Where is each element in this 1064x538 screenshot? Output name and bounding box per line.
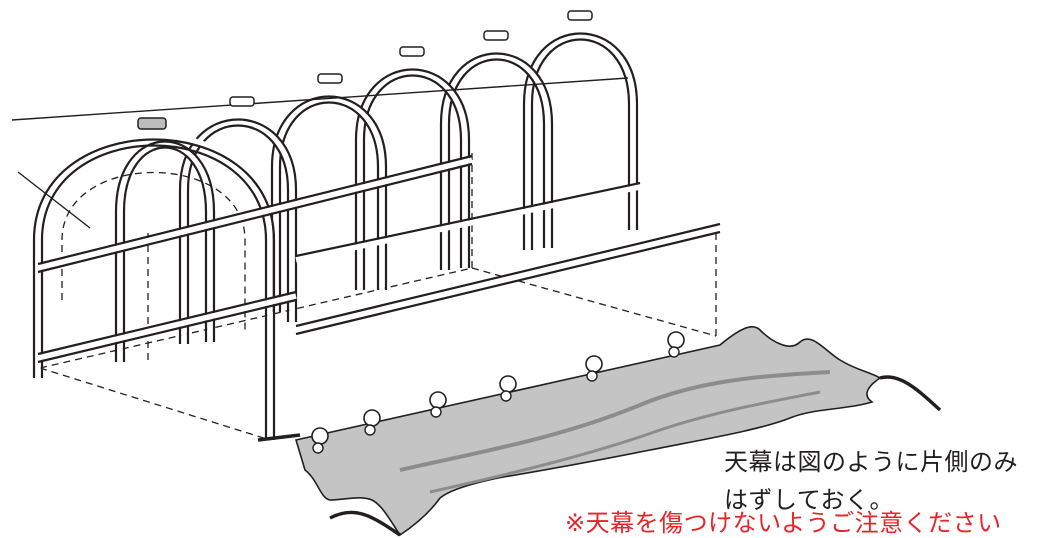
leader-lines (11, 77, 629, 229)
arch-pipe-4 (178, 118, 298, 344)
arch-pipe-4 (186, 124, 290, 344)
annotation-line-2: はずしておく。 (724, 486, 895, 514)
arch-pipe-1 (447, 58, 546, 270)
arch-pipe-5 (122, 146, 208, 362)
side-purlins (37, 154, 721, 364)
arch-pipe-1 (439, 52, 554, 270)
arch-pipe-2 (354, 68, 471, 290)
pipe-clip-4 (585, 355, 603, 373)
annotation-line-1: 天幕は図のように片側のみ (724, 448, 1018, 476)
arch-pipe-5 (114, 140, 216, 362)
pipe-clip-0 (311, 427, 329, 445)
front-arch-pipe (40, 144, 268, 440)
instruction-annotation: 天幕は図のように片側のみ はずしておく。 (724, 443, 1018, 519)
arch-pipe-0 (522, 32, 639, 250)
pipe-clip-1 (363, 409, 381, 427)
front-cap-clip (137, 117, 167, 130)
pipe-clip-5 (667, 331, 685, 349)
bottom-clips (311, 331, 685, 454)
pipe-clip-3 (499, 375, 517, 393)
removed-side-cover (257, 326, 942, 537)
caution-note: ※天幕を傷つけないようご注意ください (565, 509, 1002, 537)
front-arch-pipe (32, 138, 276, 440)
pipe-clip-2 (429, 391, 447, 409)
hoop-arches (32, 32, 639, 440)
joint-caps (137, 10, 593, 130)
